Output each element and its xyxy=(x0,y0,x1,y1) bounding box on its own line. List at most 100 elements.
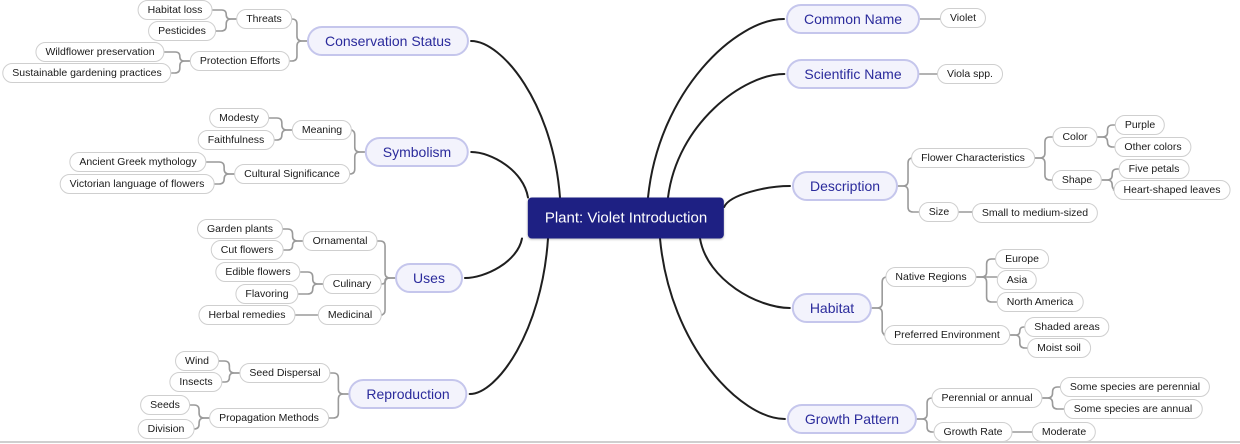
connector xyxy=(329,372,350,395)
connector xyxy=(975,258,996,278)
topic-reproduction[interactable]: Reproduction xyxy=(348,379,468,409)
node-flower-characteristics[interactable]: Flower Characteristics xyxy=(911,148,1035,168)
node-habitat-loss[interactable]: Habitat loss xyxy=(137,0,213,20)
topic-uses[interactable]: Uses xyxy=(395,263,463,293)
connector xyxy=(667,73,786,199)
node-viola-spp[interactable]: Viola spp. xyxy=(937,64,1003,84)
node-moderate[interactable]: Moderate xyxy=(1031,422,1097,442)
connector xyxy=(205,161,235,175)
connector xyxy=(289,40,308,62)
topic-symbolism[interactable]: Symbolism xyxy=(364,137,470,167)
connector xyxy=(1034,157,1053,181)
node-some-species-are-perennial[interactable]: Some species are perennial xyxy=(1059,377,1211,397)
connector xyxy=(282,240,304,251)
node-seeds[interactable]: Seeds xyxy=(140,395,190,415)
node-division[interactable]: Division xyxy=(137,419,195,439)
connector xyxy=(213,173,235,185)
connector xyxy=(699,237,791,309)
connector xyxy=(268,117,293,131)
node-color[interactable]: Color xyxy=(1052,127,1098,147)
connector xyxy=(349,151,366,175)
node-pesticides[interactable]: Pesticides xyxy=(148,21,216,41)
node-seed-dispersal[interactable]: Seed Dispersal xyxy=(239,363,331,383)
node-small-to-medium-sized[interactable]: Small to medium-sized xyxy=(971,203,1099,223)
connector xyxy=(647,18,785,199)
connector xyxy=(215,18,237,32)
node-heart-shaped-leaves[interactable]: Heart-shaped leaves xyxy=(1113,180,1231,200)
node-ornamental[interactable]: Ornamental xyxy=(302,231,378,251)
node-cultural-significance[interactable]: Cultural Significance xyxy=(234,164,350,184)
root-node[interactable]: Plant: Violet Introduction xyxy=(527,197,725,239)
connector xyxy=(380,277,396,316)
node-five-petals[interactable]: Five petals xyxy=(1118,159,1190,179)
node-native-regions[interactable]: Native Regions xyxy=(885,267,977,287)
node-some-species-are-annual[interactable]: Some species are annual xyxy=(1063,399,1203,419)
node-edible-flowers[interactable]: Edible flowers xyxy=(215,262,301,282)
node-herbal-remedies[interactable]: Herbal remedies xyxy=(198,305,296,325)
node-perennial-or-annual[interactable]: Perennial or annual xyxy=(931,388,1043,408)
topic-conservation-status[interactable]: Conservation Status xyxy=(306,26,470,56)
connector xyxy=(349,129,366,153)
connector xyxy=(897,157,914,187)
connector xyxy=(193,417,210,430)
node-violet[interactable]: Violet xyxy=(939,8,987,28)
connector xyxy=(1034,136,1054,159)
connector xyxy=(916,397,933,420)
connector xyxy=(282,228,304,242)
node-europe[interactable]: Europe xyxy=(995,249,1049,269)
connector xyxy=(659,237,786,420)
node-preferred-environment[interactable]: Preferred Environment xyxy=(884,325,1010,345)
node-asia[interactable]: Asia xyxy=(996,270,1038,290)
connector xyxy=(468,237,549,395)
topic-common-name[interactable]: Common Name xyxy=(785,4,921,34)
node-modesty[interactable]: Modesty xyxy=(209,108,269,128)
connector xyxy=(470,40,561,199)
connector xyxy=(273,129,293,141)
node-ancient-greek-mythology[interactable]: Ancient Greek mythology xyxy=(69,152,207,172)
connector xyxy=(328,393,350,419)
connector xyxy=(297,283,324,295)
node-shape[interactable]: Shape xyxy=(1051,170,1103,190)
node-medicinal[interactable]: Medicinal xyxy=(317,305,383,325)
connector xyxy=(221,372,241,383)
canvas-bottom-border xyxy=(0,441,1240,443)
node-shaded-areas[interactable]: Shaded areas xyxy=(1024,317,1110,337)
connector xyxy=(871,276,888,309)
node-wind[interactable]: Wind xyxy=(175,351,219,371)
topic-scientific-name[interactable]: Scientific Name xyxy=(786,59,920,89)
connector xyxy=(916,418,935,433)
connector xyxy=(218,360,241,374)
node-victorian-language-of-flowers[interactable]: Victorian language of flowers xyxy=(59,174,215,194)
node-wildflower-preservation[interactable]: Wildflower preservation xyxy=(35,42,165,62)
topic-description[interactable]: Description xyxy=(791,171,899,201)
node-propagation-methods[interactable]: Propagation Methods xyxy=(209,408,329,428)
node-garden-plants[interactable]: Garden plants xyxy=(197,219,283,239)
node-moist-soil[interactable]: Moist soil xyxy=(1027,338,1091,358)
connector xyxy=(1096,124,1116,138)
connector xyxy=(1101,168,1120,181)
connector xyxy=(211,9,237,20)
topic-growth-pattern[interactable]: Growth Pattern xyxy=(786,404,918,434)
node-size[interactable]: Size xyxy=(918,202,960,222)
node-purple[interactable]: Purple xyxy=(1114,115,1166,135)
node-threats[interactable]: Threats xyxy=(236,9,292,29)
connector xyxy=(897,185,920,213)
connector xyxy=(463,237,523,279)
connector xyxy=(163,51,191,62)
node-sustainable-gardening-practices[interactable]: Sustainable gardening practices xyxy=(2,63,172,83)
node-protection-efforts[interactable]: Protection Efforts xyxy=(189,51,291,71)
node-insects[interactable]: Insects xyxy=(169,372,223,392)
node-other-colors[interactable]: Other colors xyxy=(1114,137,1192,157)
node-faithfulness[interactable]: Faithfulness xyxy=(197,130,275,150)
node-growth-rate[interactable]: Growth Rate xyxy=(933,422,1013,442)
connector xyxy=(470,151,529,199)
topic-habitat[interactable]: Habitat xyxy=(791,293,873,323)
connector xyxy=(376,240,396,279)
node-meaning[interactable]: Meaning xyxy=(291,120,353,140)
node-cut-flowers[interactable]: Cut flowers xyxy=(210,240,284,260)
node-north-america[interactable]: North America xyxy=(996,292,1084,312)
node-flavoring[interactable]: Flavoring xyxy=(235,284,299,304)
node-culinary[interactable]: Culinary xyxy=(322,274,382,294)
